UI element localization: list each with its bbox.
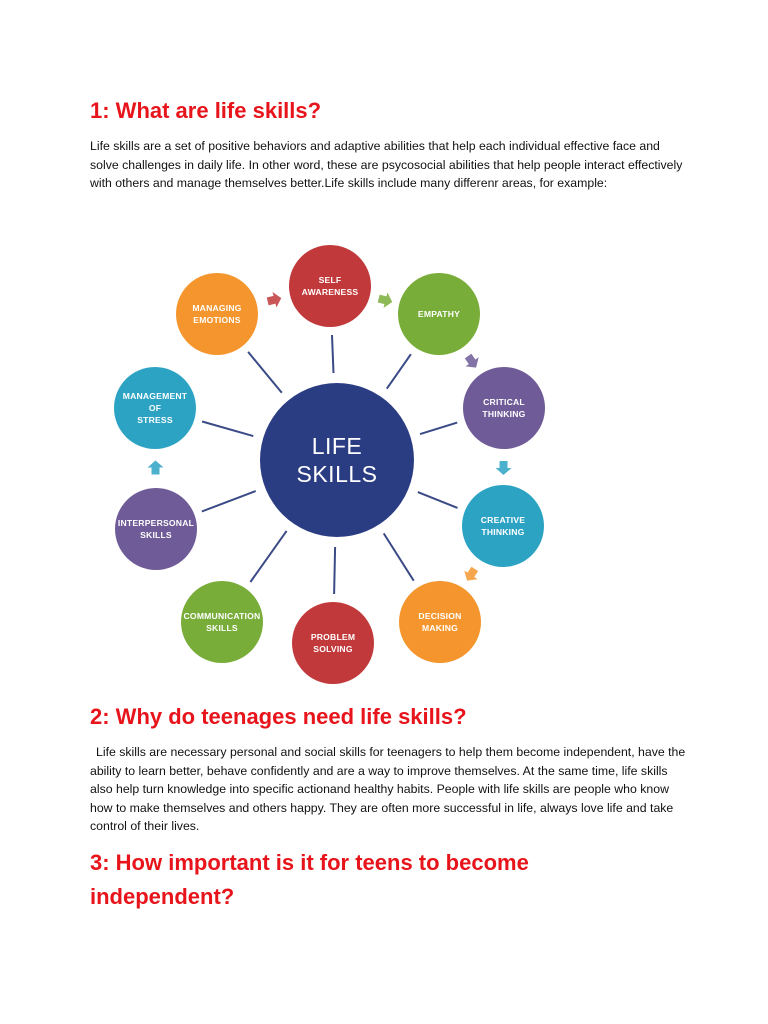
center-disc <box>260 383 414 537</box>
skill-node-circle <box>289 245 371 327</box>
skill-node-label: EMPATHY <box>418 309 460 319</box>
section-3-heading: 3: How important is it for teens to beco… <box>90 850 529 909</box>
spoke-line <box>249 530 288 583</box>
skill-node-label: MANAGEMENT <box>123 391 188 401</box>
skill-node: MANAGING EMOTIONS <box>176 273 258 355</box>
skill-node: CRITICAL THINKING <box>463 367 545 449</box>
skill-node: DECISION MAKING <box>399 581 481 663</box>
skill-node-label: CRITICAL <box>483 397 525 407</box>
skill-node-label: OF <box>149 403 161 413</box>
skill-node-label: STRESS <box>137 415 173 425</box>
skill-node-label: AWARENESS <box>302 287 359 297</box>
skill-node-label: THINKING <box>481 527 524 537</box>
spoke-line <box>201 490 257 513</box>
spoke-line <box>419 421 458 436</box>
skill-node-circle <box>176 273 258 355</box>
skill-node: INTERPERSONAL SKILLS <box>115 488 197 570</box>
skill-node: CREATIVE THINKING <box>462 485 544 567</box>
skill-node-label: DECISION <box>418 611 461 621</box>
skill-node-label: COMMUNICATION <box>184 611 261 621</box>
skill-node-label: MAKING <box>422 623 458 633</box>
section-1-body: Life skills are a set of positive behavi… <box>90 139 683 190</box>
spoke-line <box>417 491 458 509</box>
skill-node-label: SKILLS <box>140 530 172 540</box>
section-1-heading: 1: What are life skills? <box>90 98 322 123</box>
skill-node: PROBLEM SOLVING <box>292 602 374 684</box>
skill-node-label: PROBLEM <box>311 632 355 642</box>
spoke-line <box>331 334 335 374</box>
skill-node-label: SKILLS <box>206 623 238 633</box>
skill-node-label: MANAGING <box>192 303 241 313</box>
arrow-icon <box>266 291 282 308</box>
skill-node-label: SELF <box>319 275 342 285</box>
spoke-line <box>201 420 254 438</box>
skill-node: EMPATHY <box>398 273 480 355</box>
skill-node-circle <box>398 273 480 355</box>
arrow-icon <box>377 292 393 308</box>
center-label: LIFE <box>312 433 363 459</box>
skill-node-circle <box>399 581 481 663</box>
skill-node-circle <box>462 485 544 567</box>
diagram-spokes <box>201 334 458 595</box>
spoke-line <box>247 351 283 394</box>
skill-node-circle <box>463 367 545 449</box>
skill-node-label: INTERPERSONAL <box>118 518 194 528</box>
skill-node-label: SOLVING <box>313 644 353 654</box>
arrow-icon <box>464 566 479 581</box>
skill-node-circle <box>292 602 374 684</box>
center-label: SKILLS <box>297 461 378 487</box>
skill-node: SELF AWARENESS <box>289 245 371 327</box>
skill-node-label: EMOTIONS <box>193 315 241 325</box>
skill-node: MANAGEMENT OF STRESS <box>114 367 196 449</box>
skill-node-circle <box>114 367 196 449</box>
section-2-body: Life skills are necessary personal and s… <box>90 745 686 833</box>
diagram-arrows <box>147 291 512 581</box>
skill-node: COMMUNICATION SKILLS <box>181 581 263 663</box>
section-2-heading: 2: Why do teenages need life skills? <box>90 704 467 729</box>
arrow-icon <box>464 353 479 368</box>
arrow-icon <box>147 460 164 475</box>
arrow-icon <box>495 460 512 475</box>
skill-node-label: THINKING <box>482 409 525 419</box>
spoke-line <box>333 546 337 595</box>
spoke-line <box>385 353 412 390</box>
skill-node-label: CREATIVE <box>481 515 525 525</box>
spoke-line <box>382 532 415 582</box>
skill-node-circle <box>181 581 263 663</box>
skill-node-circle <box>115 488 197 570</box>
